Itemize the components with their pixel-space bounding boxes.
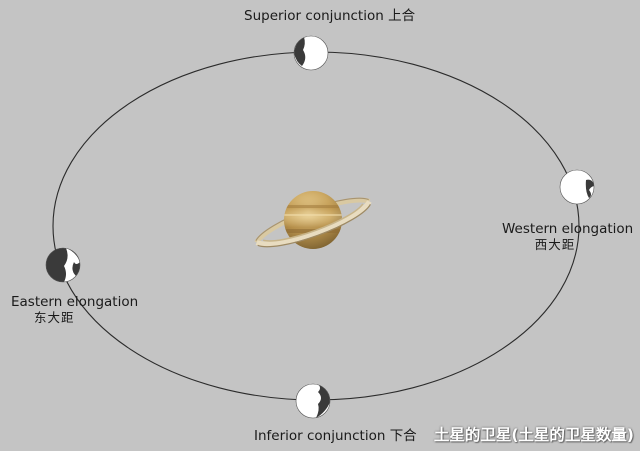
label-western-cn: 西大距 [534, 236, 576, 252]
label-superior-en: Superior conjunction [244, 8, 384, 24]
label-superior-conjunction: Superior conjunction 上合 [244, 8, 416, 25]
label-eastern-en: Eastern elongation [11, 294, 139, 310]
watermark: 土星的卫星(土星的卫星数量) [433, 426, 634, 444]
label-eastern-cn: 东大距 [34, 309, 75, 325]
moon-western-elongation [559, 169, 595, 205]
label-western-en: Western elongation [502, 221, 634, 237]
ring-front [255, 200, 372, 247]
label-eastern-elongation: Eastern elongation 东大距 [11, 294, 139, 325]
label-inferior-conjunction: Inferior conjunction 下合 [254, 428, 417, 445]
label-superior-cn: 上合 [388, 8, 416, 24]
saturn [254, 191, 372, 249]
label-inferior-cn: 下合 [389, 428, 417, 444]
label-inferior-en: Inferior conjunction [254, 428, 386, 444]
moon-inferior-conjunction [295, 383, 331, 419]
label-western-elongation: Western elongation 西大距 [502, 221, 634, 252]
moon-superior-conjunction [293, 35, 329, 71]
moon-eastern-elongation [45, 247, 81, 283]
